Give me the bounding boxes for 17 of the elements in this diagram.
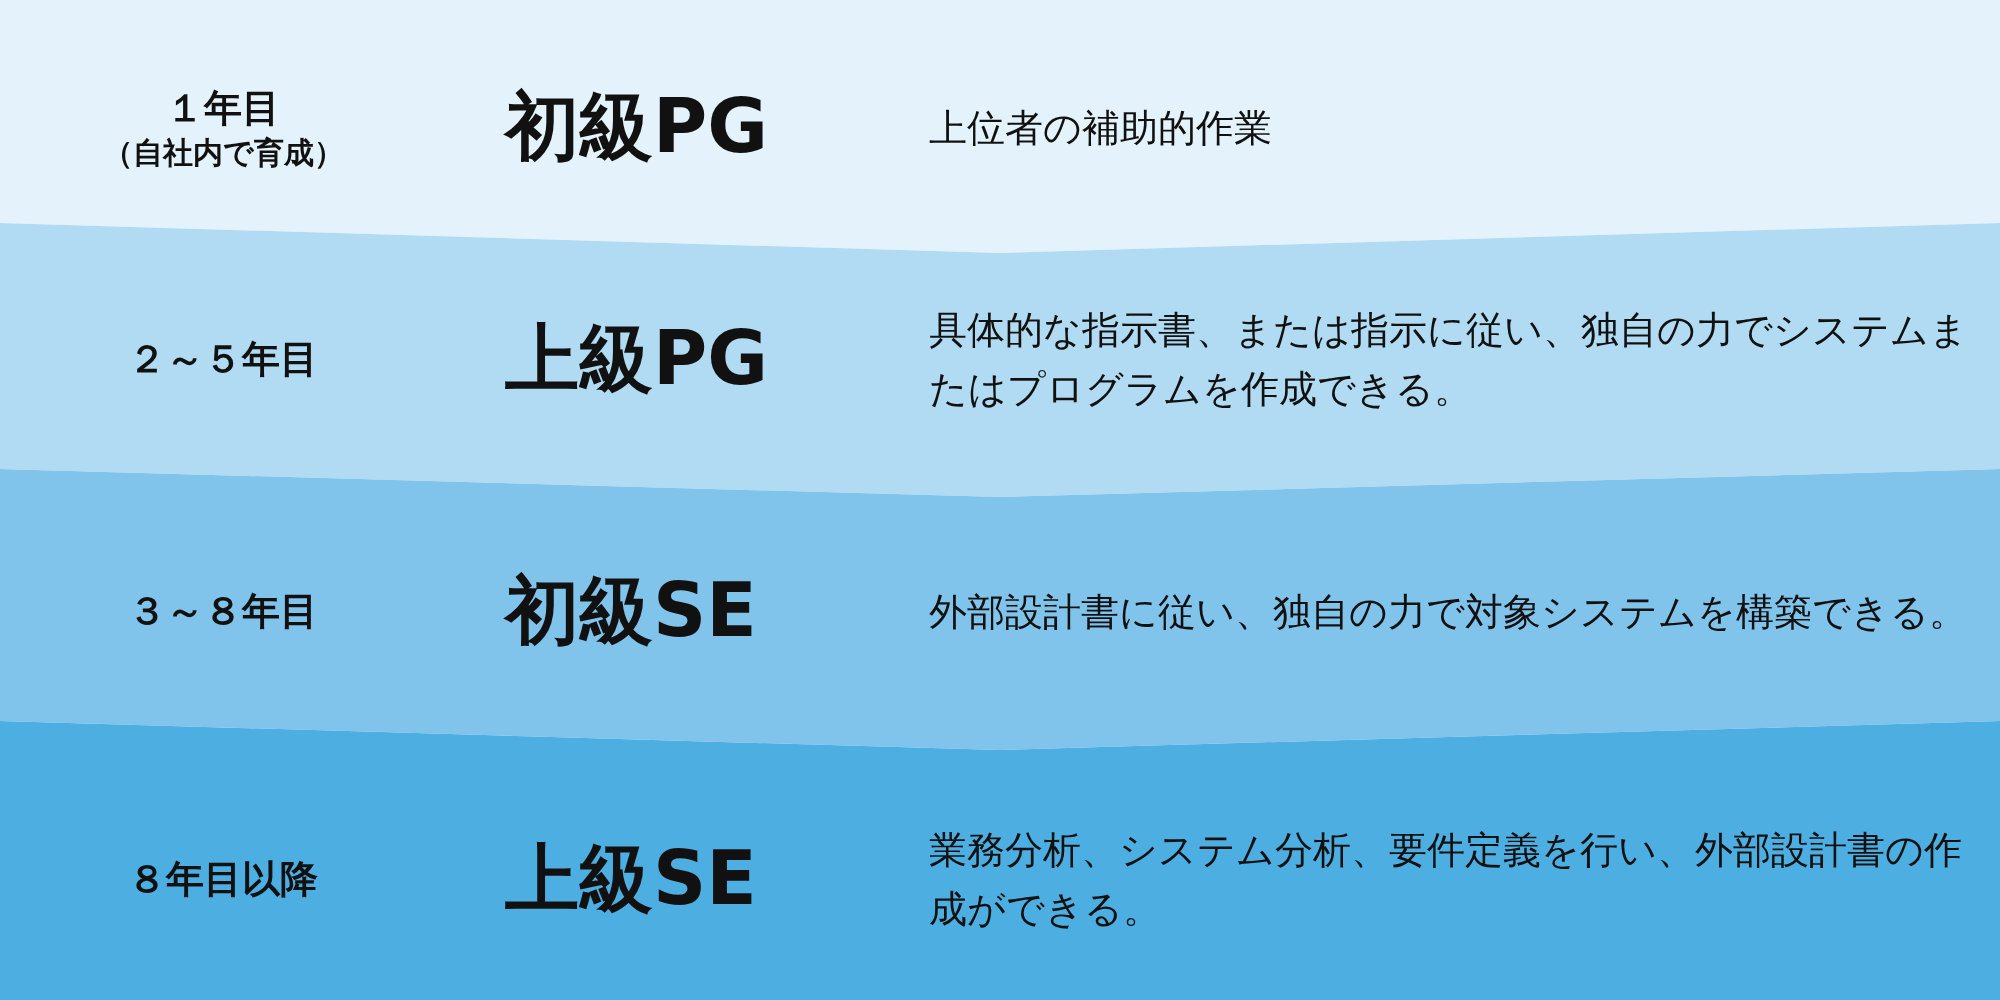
- level-title: 初級SE: [505, 566, 757, 655]
- level-title: 初級PG: [505, 82, 768, 171]
- level-band: [0, 223, 2000, 497]
- level-band: [0, 0, 2000, 253]
- level-title: 上級SE: [505, 834, 757, 923]
- level-description: 外部設計書に従い、独自の力で対象システムを構築できる。: [929, 588, 1968, 636]
- year-label: ３～８年目: [128, 588, 318, 636]
- level-description: 具体的な指示書、または指示に従い、独自の力でシステムまたはプログラムを作成できる。: [929, 307, 1969, 413]
- year-label: ２～５年目: [128, 336, 318, 384]
- level-title: 上級PG: [505, 314, 768, 403]
- level-band: [0, 721, 2000, 1000]
- year-note: （自社内で育成）: [102, 134, 344, 173]
- level-band: [0, 469, 2000, 750]
- level-description: 上位者の補助的作業: [929, 104, 1273, 152]
- year-label: １年目: [166, 84, 280, 132]
- level-description: 業務分析、システム分析、要件定義を行い、外部設計書の作成ができる。: [929, 827, 1963, 933]
- year-label: ８年目以降: [128, 856, 318, 904]
